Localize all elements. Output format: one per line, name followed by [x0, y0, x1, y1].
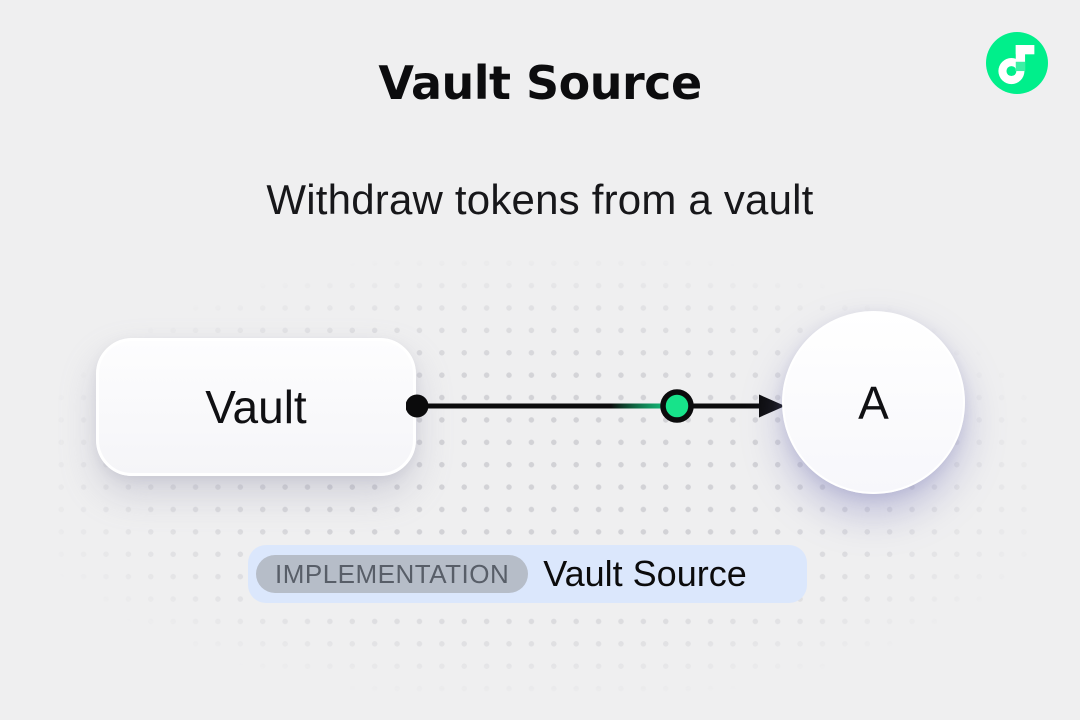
arrow-connector [406, 389, 785, 423]
implementation-badge-label: Vault Source [543, 553, 747, 594]
vault-node: Vault [96, 338, 416, 476]
account-node-label: A [858, 376, 889, 429]
implementation-badge: IMPLEMENTATION Vault Source [248, 545, 807, 603]
vault-node-label: Vault [205, 381, 307, 433]
edge-start-dot [406, 394, 429, 418]
page-subtitle: Withdraw tokens from a vault [266, 176, 814, 223]
account-node: A [782, 311, 965, 494]
implementation-tag: IMPLEMENTATION [256, 555, 529, 593]
arrowhead-icon [759, 394, 785, 418]
flow-logo-icon [986, 32, 1048, 94]
flow-logo-svg [986, 32, 1048, 94]
page-title: Vault Source [378, 56, 702, 110]
edge-green-marker [660, 389, 694, 423]
